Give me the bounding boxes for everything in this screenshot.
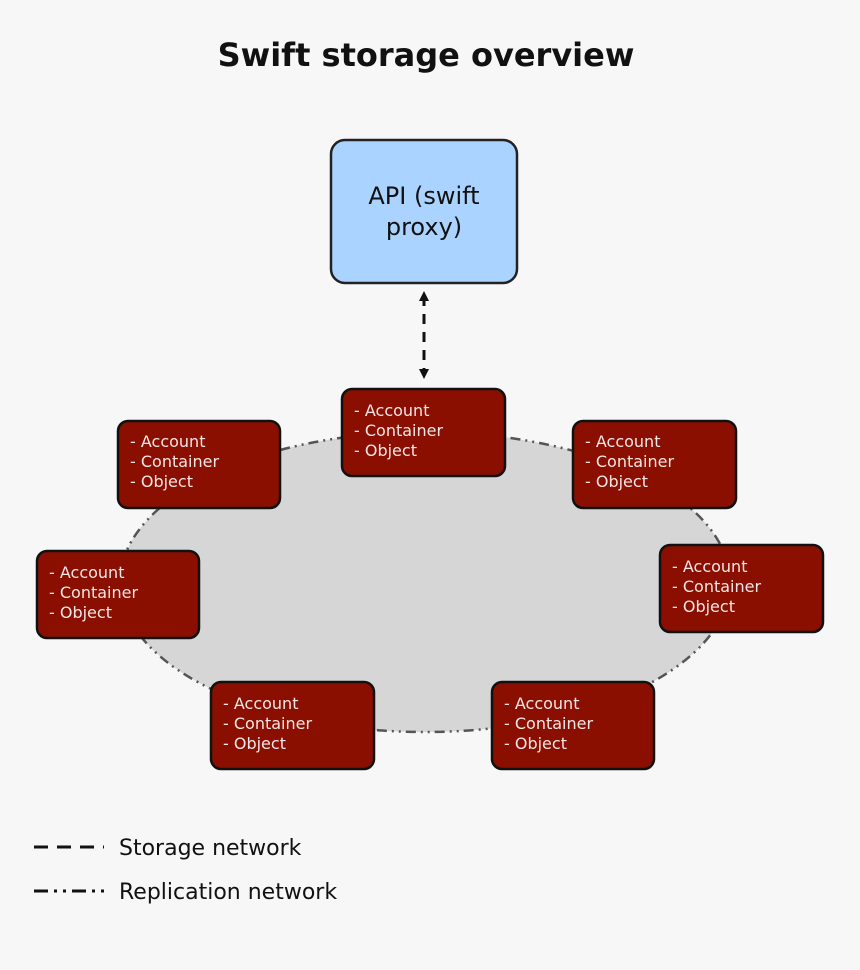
storage-node-line: - Container (672, 577, 761, 596)
storage-node-box (490, 680, 656, 771)
storage-node: - Account - Container - Object (658, 543, 825, 634)
storage-node-box (571, 419, 738, 510)
storage-node: - Account - Container - Object (571, 419, 738, 510)
storage-node-line: - Object (672, 597, 735, 616)
storage-node: - Account - Container - Object (116, 419, 282, 510)
storage-node-box (35, 549, 201, 640)
storage-node-box (340, 387, 507, 478)
storage-node-line: - Account (130, 432, 205, 451)
api-proxy-box (329, 138, 519, 285)
diagram-title: Swift storage overview (218, 36, 635, 74)
storage-node-line: - Object (49, 603, 112, 622)
storage-node-line: - Account (49, 563, 124, 582)
legend: Storage network Replication network (34, 836, 337, 905)
legend-storage-label: Storage network (119, 836, 302, 861)
storage-node-line: - Container (49, 583, 138, 602)
storage-node-line: - Account (354, 401, 429, 420)
storage-node-line: - Account (223, 694, 298, 713)
storage-node-line: - Container (130, 452, 219, 471)
api-proxy-node: API (swift proxy) (329, 138, 519, 285)
api-proxy-label-line-1: API (swift (368, 182, 479, 210)
storage-node-box (658, 543, 825, 634)
storage-node-line: - Container (585, 452, 674, 471)
storage-node-line: - Container (354, 421, 443, 440)
api-proxy-label-line-2: proxy) (386, 213, 462, 241)
storage-node: - Account - Container - Object (490, 680, 656, 771)
storage-node-line: - Object (354, 441, 417, 460)
storage-node-line: - Object (585, 472, 648, 491)
storage-node-line: - Object (504, 734, 567, 753)
storage-node-box (116, 419, 282, 510)
storage-node-line: - Container (223, 714, 312, 733)
storage-node-line: - Account (504, 694, 579, 713)
storage-node-line: - Account (672, 557, 747, 576)
storage-node-line: - Object (223, 734, 286, 753)
storage-node-line: - Container (504, 714, 593, 733)
storage-node-line: - Object (130, 472, 193, 491)
storage-node: - Account - Container - Object (209, 680, 376, 771)
storage-node: - Account - Container - Object (340, 387, 507, 478)
storage-node-line: - Account (585, 432, 660, 451)
storage-node: - Account - Container - Object (35, 549, 201, 640)
legend-replication-label: Replication network (119, 880, 337, 905)
storage-node-box (209, 680, 376, 771)
